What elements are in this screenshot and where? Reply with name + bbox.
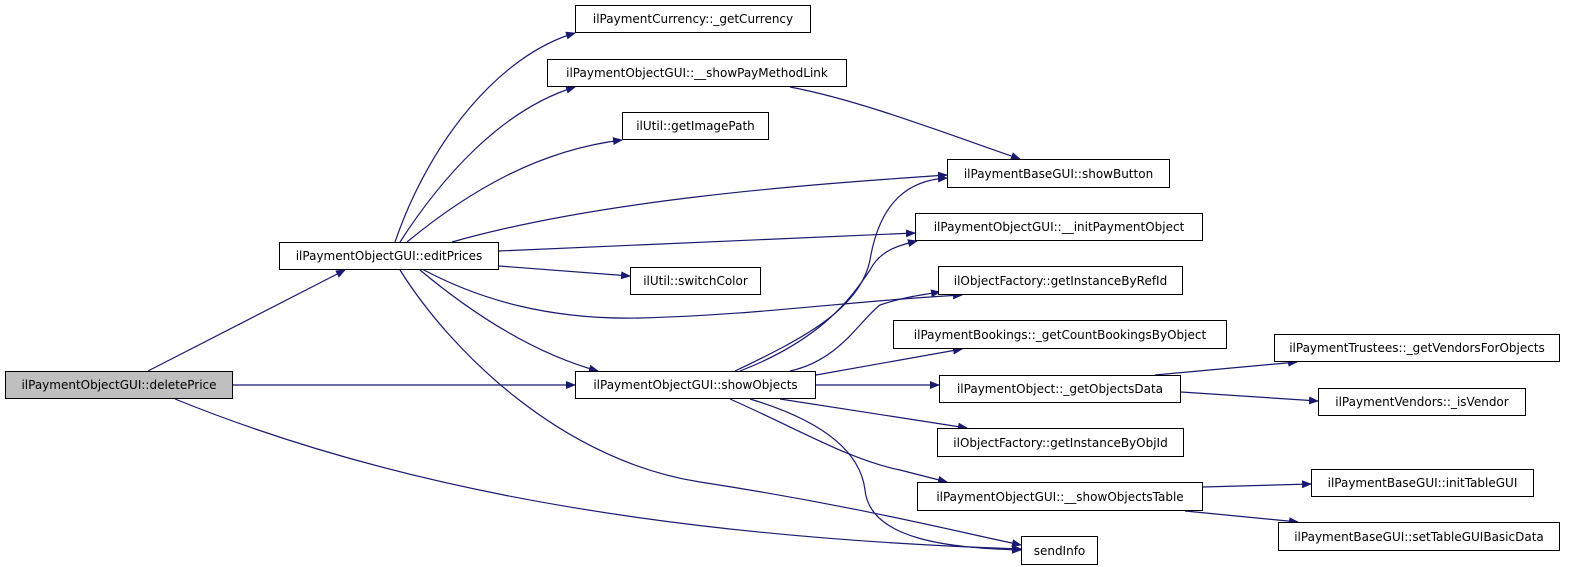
node-getObjectsData[interactable]: ilPaymentObject::_getObjectsData — [939, 375, 1181, 403]
node-label: ilPaymentVendors::_isVendor — [1335, 395, 1509, 409]
node-label: ilPaymentObjectGUI::showObjects — [593, 378, 798, 392]
edge-showObjects-to-initPaymentObject — [739, 239, 918, 372]
node-label: ilUtil::getImagePath — [636, 119, 755, 133]
node-label: ilPaymentTrustees::_getVendorsForObjects — [1289, 341, 1545, 355]
edge-editPrices-to-getInstanceByRefId — [421, 268, 963, 319]
edge-editPrices-to-getImagePath — [406, 137, 623, 243]
node-label: ilPaymentBaseGUI::showButton — [963, 166, 1154, 181]
edge-editPrices-to-showButton — [451, 171, 948, 243]
node-label: ilPaymentBaseGUI::initTableGUI — [1327, 476, 1518, 490]
node-getCurrency[interactable]: ilPaymentCurrency::_getCurrency — [575, 5, 811, 33]
edge-showPayMethodLink-to-showButton — [789, 86, 1021, 160]
edge-editPrices-to-sendInfo — [399, 269, 1022, 548]
node-showPayMethodLink[interactable]: ilPaymentObjectGUI::__showPayMethodLink — [547, 59, 847, 87]
node-initPaymentObject[interactable]: ilPaymentObjectGUI::__initPaymentObject — [915, 213, 1203, 241]
edge-showObjects-to-showButton — [734, 174, 948, 372]
edge-editPrices-to-showPayMethodLink — [399, 85, 576, 243]
edge-deletePrice-to-editPrices — [147, 269, 346, 372]
node-sendInfo[interactable]: sendInfo — [1021, 536, 1098, 565]
edge-editPrices-to-getCurrency — [394, 31, 576, 243]
node-label: ilPaymentBaseGUI::setTableGUIBasicData — [1294, 529, 1544, 544]
node-deletePrice[interactable]: ilPaymentObjectGUI::deletePrice — [5, 371, 233, 399]
node-label: ilPaymentCurrency::_getCurrency — [592, 12, 794, 26]
node-label: ilPaymentObjectGUI::__initPaymentObject — [933, 220, 1185, 234]
node-getInstanceByObjId[interactable]: ilObjectFactory::getInstanceByObjId — [937, 428, 1184, 457]
edge-editPrices-to-showObjects — [419, 269, 599, 373]
node-label: ilObjectFactory::getInstanceByObjId — [953, 435, 1168, 450]
edge-showObjects-to-getInstanceByObjId — [779, 398, 968, 431]
node-showButton[interactable]: ilPaymentBaseGUI::showButton — [947, 159, 1170, 188]
node-label: sendInfo — [1033, 543, 1086, 558]
node-showObjects[interactable]: ilPaymentObjectGUI::showObjects — [575, 371, 816, 399]
edge-showObjects-to-getInstanceByRefId — [789, 289, 941, 372]
node-isVendor[interactable]: ilPaymentVendors::_isVendor — [1318, 388, 1526, 416]
edge-showObjectsTable-to-setTableGUIBasicData — [1184, 510, 1299, 526]
edge-getObjectsData-to-isVendor — [1180, 391, 1319, 405]
edge-editPrices-to-switchColor — [498, 265, 631, 280]
node-showObjectsTable[interactable]: ilPaymentObjectGUI::__showObjectsTable — [917, 482, 1203, 511]
node-getVendorsForObjects[interactable]: ilPaymentTrustees::_getVendorsForObjects — [1274, 334, 1560, 362]
node-getInstanceByRefId[interactable]: ilObjectFactory::getInstanceByRefId — [938, 266, 1183, 295]
node-label: ilPaymentObjectGUI::deletePrice — [21, 378, 217, 392]
node-label: ilPaymentObjectGUI::__showObjectsTable — [936, 489, 1184, 504]
edge-showObjects-to-showObjectsTable — [729, 398, 948, 484]
node-label: ilObjectFactory::getInstanceByRefId — [953, 273, 1168, 288]
node-label: ilPaymentBookings::_getCountBookingsByOb… — [913, 327, 1207, 342]
node-label: ilPaymentObjectGUI::editPrices — [295, 249, 483, 263]
edge-showObjects-to-getCountBookingsByObject — [815, 346, 963, 376]
edge-getObjectsData-to-getVendorsForObjects — [1154, 358, 1298, 376]
node-label: ilPaymentObjectGUI::__showPayMethodLink — [566, 66, 828, 80]
edge-editPrices-to-initPaymentObject — [498, 229, 916, 252]
node-editPrices[interactable]: ilPaymentObjectGUI::editPrices — [279, 242, 499, 270]
node-getImagePath[interactable]: ilUtil::getImagePath — [622, 112, 769, 140]
node-setTableGUIBasicData[interactable]: ilPaymentBaseGUI::setTableGUIBasicData — [1278, 522, 1560, 551]
edge-deletePrice-to-sendInfo — [174, 398, 1022, 553]
edge-showObjects-to-sendInfo — [749, 398, 1022, 554]
node-label: ilPaymentObject::_getObjectsData — [956, 382, 1164, 396]
edge-showObjectsTable-to-initTableGUI — [1202, 480, 1312, 489]
node-initTableGUI[interactable]: ilPaymentBaseGUI::initTableGUI — [1311, 469, 1534, 497]
node-switchColor[interactable]: ilUtil::switchColor — [630, 267, 761, 295]
node-label: ilUtil::switchColor — [643, 274, 748, 288]
node-getCountBookingsByObject[interactable]: ilPaymentBookings::_getCountBookingsByOb… — [893, 320, 1227, 349]
